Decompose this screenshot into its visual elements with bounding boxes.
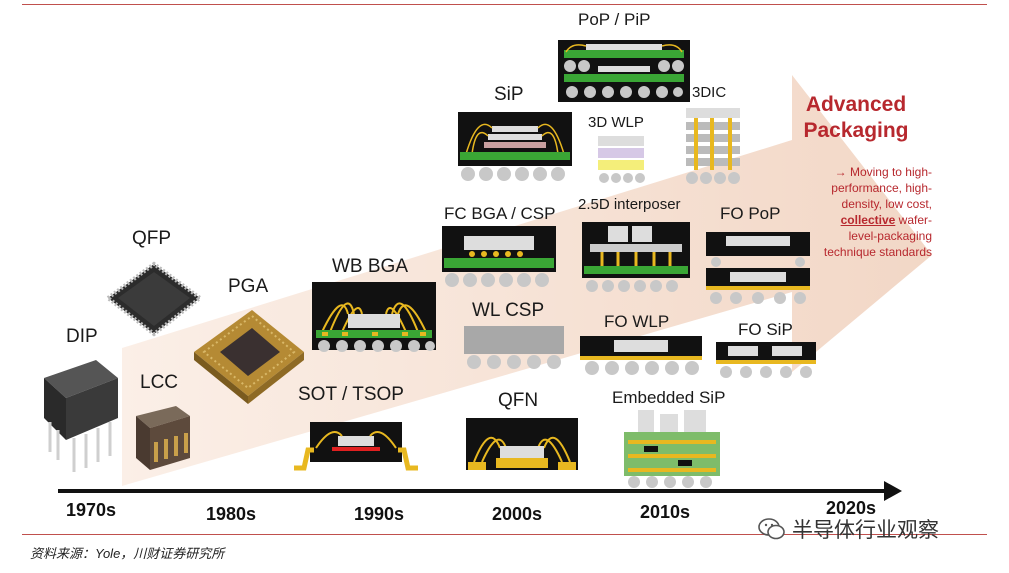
wl-csp-package-image	[464, 326, 564, 369]
sot-tsop-package-image	[294, 422, 418, 471]
label-sot-tsop: SOT / TSOP	[298, 384, 404, 405]
pop-pip-package-image	[558, 40, 690, 102]
decade-1990s: 1990s	[354, 504, 405, 524]
advanced-title-line1: Advanced	[805, 93, 907, 116]
label-wb-bga: WB BGA	[332, 256, 409, 277]
label-2-5d-interposer: 2.5D interposer	[578, 196, 681, 213]
label-3d-wlp: 3D WLP	[588, 114, 644, 131]
advanced-packaging-title: Advanced Packaging	[794, 92, 918, 144]
decade-2010s: 2010s	[640, 502, 691, 522]
advanced-packaging-description: → Moving to high-performance, high-densi…	[812, 164, 932, 260]
wechat-icon	[758, 518, 785, 540]
sip-package-image	[458, 112, 572, 181]
decade-1970s: 1970s	[66, 500, 117, 520]
fo-pop-package-image	[706, 232, 810, 304]
top-rule	[22, 4, 987, 5]
label-qfn: QFN	[498, 390, 539, 411]
decade-2020s: 2020s	[826, 498, 877, 518]
advanced-desc-pre: → Moving to high-performance, high-densi…	[831, 165, 932, 211]
label-embedded-sip: Embedded SiP	[612, 388, 726, 407]
fc-bga-package-image	[442, 226, 556, 287]
label-fo-wlp: FO WLP	[604, 312, 670, 331]
lcc-package-image	[136, 406, 190, 470]
timeline-arrowhead	[884, 481, 902, 501]
advanced-title-line2: Packaging	[803, 119, 909, 142]
label-fc-bga-csp: FC BGA / CSP	[444, 204, 556, 223]
3dic-package-image	[686, 108, 740, 184]
advanced-desc-bold: collective	[840, 213, 896, 227]
label-fo-pop: FO PoP	[720, 204, 781, 223]
label-dip: DIP	[66, 326, 98, 347]
advanced-desc-post: wafer-level-packaging technique standard…	[823, 213, 932, 259]
interposer-package-image	[582, 222, 690, 292]
decade-1980s: 1980s	[206, 504, 257, 524]
label-qfp: QFP	[132, 228, 172, 249]
qfp-package-image	[104, 261, 204, 337]
3d-wlp-package-image	[598, 136, 645, 183]
embedded-sip-package-image	[624, 410, 720, 488]
qfn-package-image	[466, 418, 578, 470]
watermark-text: 半导体行业观察	[792, 519, 939, 542]
dip-package-image	[44, 360, 118, 472]
label-fo-sip: FO SiP	[738, 320, 793, 339]
pga-package-image	[194, 310, 304, 404]
timeline-axis	[58, 489, 888, 493]
fo-wlp-package-image	[580, 336, 702, 375]
label-pga: PGA	[228, 276, 269, 297]
decade-2000s: 2000s	[492, 504, 543, 524]
label-wl-csp: WL CSP	[472, 300, 545, 321]
label-sip: SiP	[494, 84, 524, 105]
bottom-rule	[22, 534, 987, 535]
wb-bga-package-image	[312, 282, 436, 352]
label-3dic: 3DIC	[692, 84, 727, 101]
fo-sip-package-image	[716, 342, 816, 378]
label-pop-pip: PoP / PiP	[578, 10, 651, 29]
watermark: 半导体行业观察	[758, 514, 939, 544]
source-note: 资料来源：Yole，川财证券研究所	[30, 546, 225, 561]
label-lcc: LCC	[140, 372, 179, 393]
